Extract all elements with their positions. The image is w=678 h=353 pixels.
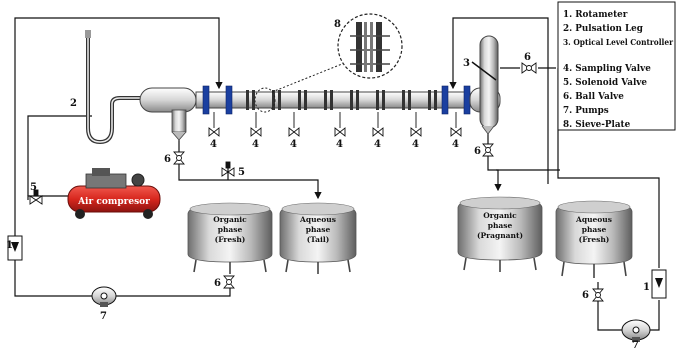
drain-left	[178, 140, 322, 200]
right-settler	[469, 35, 501, 135]
label-4-g: 4	[452, 139, 459, 150]
feed-line-left	[14, 17, 223, 238]
label-6-tank1: 6	[214, 278, 221, 289]
tank1-line2: phase	[218, 225, 243, 234]
feed-line-right	[449, 17, 549, 184]
label-4-b: 4	[252, 139, 259, 150]
tank-organic-fresh: Organic phase (Fresh)	[187, 202, 273, 274]
label-3: 3	[463, 58, 470, 69]
label-2: 2	[70, 98, 77, 109]
tank4-line2: phase	[582, 225, 607, 234]
tank3-line1: Organic	[483, 211, 517, 220]
label-4-c: 4	[290, 139, 297, 150]
tank-aqueous-fresh: Aqueous phase (Fresh)	[555, 200, 633, 278]
legend-item-3: 3. Optical Level Controller	[563, 37, 674, 47]
tank3-line3: (Pragnant)	[477, 231, 523, 240]
tank-organic-pragnant: Organic phase (Pragnant)	[457, 196, 543, 272]
plate-joints	[246, 90, 437, 110]
ball-valve-tank4	[592, 288, 604, 302]
left-settler	[139, 87, 197, 141]
tank4-line1: Aqueous	[575, 215, 612, 224]
sampling-valves	[208, 112, 462, 137]
tank2-line1: Aqueous	[299, 215, 336, 224]
ball-valve-tank1	[223, 275, 235, 289]
flanges	[202, 85, 471, 115]
label-8: 8	[334, 19, 341, 30]
tank-aqueous-tail: Aqueous phase (Tail)	[279, 202, 357, 274]
tank3-line2: phase	[488, 221, 513, 230]
ball-valve-right	[482, 143, 494, 157]
tank1-line3: (Fresh)	[215, 235, 246, 244]
ball-valve-left	[173, 151, 185, 165]
legend-item-8: 8. Sieve-Plate	[563, 120, 631, 130]
tanks: Organic phase (Fresh) Aqueous phase (Tai…	[187, 196, 633, 278]
label-6-left: 6	[164, 154, 171, 165]
label-4-f: 4	[412, 139, 419, 150]
air-compressor: Air compresor	[67, 168, 161, 219]
tank1-line1: Organic	[213, 215, 247, 224]
legend-item-1: 1. Rotameter	[563, 10, 628, 20]
label-4-d: 4	[336, 139, 343, 150]
legend-item-7: 7. Pumps	[563, 106, 609, 116]
pump-line-right-a	[650, 300, 660, 331]
legend-item-4: 4. Sampling Valve	[563, 64, 651, 74]
solenoid-valves	[29, 161, 235, 205]
label-4-e: 4	[374, 139, 381, 150]
label-7-left: 7	[100, 311, 107, 322]
label-4-a: 4	[210, 139, 217, 150]
optical-sensor	[471, 61, 497, 81]
pump-line-left-b	[116, 282, 231, 297]
legend: 1. Rotameter 2. Pulsation Leg 3. Optical…	[557, 1, 676, 131]
sieve-plate-zoom	[337, 13, 403, 79]
drain-right	[487, 130, 502, 192]
legend-item-6: 6. Ball Valve	[563, 92, 624, 102]
pump-line-left-a	[14, 258, 94, 297]
label-6-right: 6	[474, 146, 481, 157]
pulsation-leg	[85, 30, 140, 145]
label-1-right: 1	[643, 282, 650, 293]
zoom-arrow	[271, 59, 353, 93]
ball-valve-top	[521, 62, 537, 74]
label-6-tank4: 6	[582, 290, 589, 301]
compressor-label: Air compresor	[77, 197, 150, 207]
air-line-up	[27, 115, 92, 196]
label-6-top: 6	[524, 52, 531, 63]
tank4-line3: (Fresh)	[579, 235, 610, 244]
legend-item-5: 5. Solenoid Valve	[563, 78, 647, 88]
zoom-origin	[254, 87, 276, 113]
label-5-left: 5	[30, 182, 37, 193]
rotameters	[7, 235, 667, 299]
pulsed-column	[195, 59, 471, 115]
ball-valves	[173, 62, 604, 302]
legend-item-2: 2. Pulsation Leg	[563, 24, 643, 34]
label-5-center: 5	[238, 167, 245, 178]
number-labels: 1 1 2 3 4 4 4 4 4 4 4 5 5 6 6 6 6 6 7 7 …	[6, 19, 650, 351]
pumps	[91, 286, 651, 342]
tank2-line3: (Tail)	[307, 235, 330, 244]
tank2-line2: phase	[306, 225, 331, 234]
label-1-left: 1	[6, 240, 13, 251]
label-7-right: 7	[632, 340, 639, 349]
